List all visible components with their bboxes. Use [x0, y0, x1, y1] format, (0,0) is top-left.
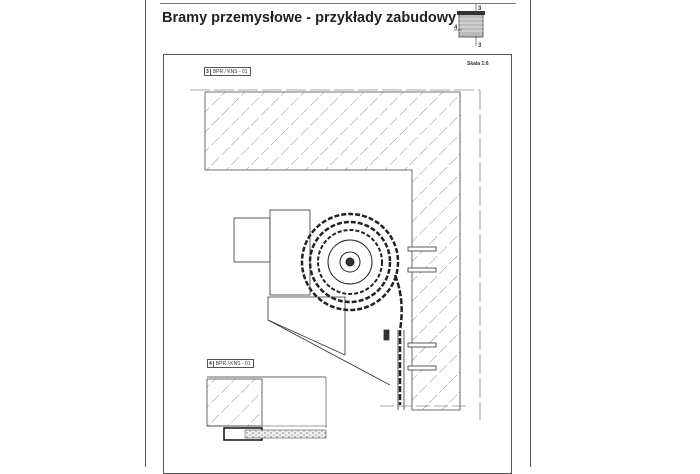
section-code: BPR / KNS - 01	[212, 68, 248, 75]
motor	[233, 209, 391, 386]
page-border-left	[145, 0, 146, 467]
section-tag-4: 4 BPR / KNS - 01	[207, 359, 254, 368]
section-thumbnail: 3 4 3	[454, 4, 485, 49]
drawing-frame	[163, 54, 512, 474]
sill-detail	[206, 376, 327, 441]
guide-rail	[383, 246, 437, 410]
thumb-label-left: 4	[454, 25, 458, 31]
thumb-label-bottom: 3	[478, 43, 482, 49]
scale-label: Skala 1:6	[467, 61, 489, 67]
section-number: 4	[209, 360, 214, 367]
page-border-right	[530, 0, 531, 467]
thumb-label-top: 3	[478, 6, 482, 12]
section-number: 3	[206, 68, 211, 75]
concrete-lintel	[190, 89, 481, 420]
door-coil	[300, 212, 403, 405]
section-tag-3: 3 BPR / KNS - 01	[204, 67, 251, 76]
header-rule	[160, 3, 516, 4]
page-title: Bramy przemysłowe - przykłady zabudowy	[162, 10, 457, 26]
section-code: BPR / KNS - 01	[215, 360, 251, 367]
